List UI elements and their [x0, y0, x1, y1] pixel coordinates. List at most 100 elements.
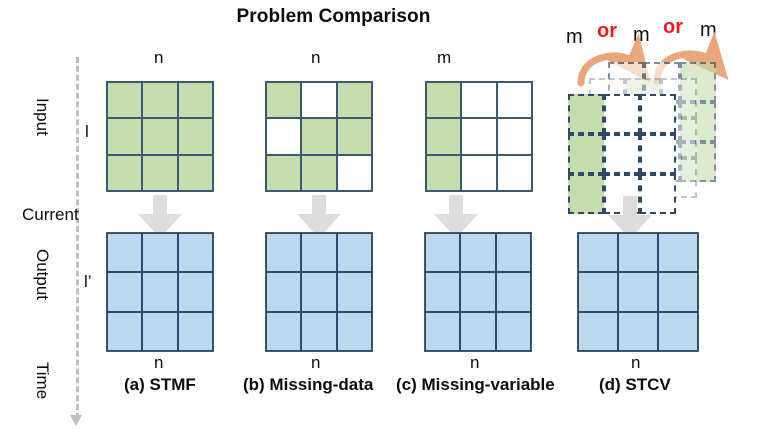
panel-missing-variable-bottom-dim: n — [470, 353, 480, 372]
matrix-cell-r1-c2 — [142, 82, 178, 119]
matrix-cell-r1-c3 — [495, 233, 531, 273]
matrix-cell-r1-c3 — [680, 62, 716, 102]
matrix-cell-r3-c2 — [142, 311, 178, 351]
matrix-cell-r3-c3 — [496, 154, 532, 191]
matrix-cell-r2-c1 — [107, 118, 143, 155]
matrix-cell-r1-c3 — [336, 82, 372, 119]
matrix-cell-r1-c1 — [425, 233, 461, 273]
page-title: Problem Comparison — [236, 6, 431, 27]
panel-stcv-output-matrix — [577, 232, 699, 352]
panel-stcv-caption: (d) STCV — [599, 375, 671, 394]
panel-stmf-bottom-dim: n — [154, 353, 164, 372]
panel-missing-variable-caption: (c) Missing-variable — [396, 375, 555, 394]
matrix-cell-r2-c3 — [336, 118, 372, 155]
matrix-cell-r3-c1 — [425, 311, 461, 351]
matrix-cell-r1-c1 — [107, 82, 143, 119]
matrix-cell-r2-c2 — [142, 118, 178, 155]
matrix-cell-r2-c1 — [107, 272, 143, 312]
matrix-cell-r3-c1 — [426, 154, 462, 191]
matrix-cell-r2-c3 — [680, 102, 716, 142]
panel-missing-data-top-dim: n — [311, 48, 321, 67]
matrix-cell-r1-c1 — [578, 233, 618, 273]
matrix-cell-r1-c2 — [301, 233, 337, 273]
matrix-cell-r3-c2 — [301, 154, 337, 191]
matrix-cell-r2-c3 — [640, 134, 676, 174]
matrix-cell-r3-c3 — [336, 154, 372, 191]
stcv-front-variant-matrix — [568, 94, 676, 214]
matrix-cell-r3-c2 — [301, 311, 337, 351]
panel-missing-data-output-matrix — [265, 232, 373, 352]
stcv-label-m1: m — [566, 26, 583, 48]
input-dim-label: l — [85, 122, 89, 141]
matrix-cell-r2-c3 — [495, 272, 531, 312]
panel-missing-data-caption: (b) Missing-data — [243, 375, 374, 394]
matrix-cell-r1-c3 — [177, 82, 213, 119]
matrix-cell-r1-c1 — [266, 82, 302, 119]
matrix-cell-r2-c1 — [425, 272, 461, 312]
matrix-cell-r3-c2 — [142, 154, 178, 191]
matrix-cell-r2-c2 — [604, 134, 640, 174]
panel-missing-variable-top-dim: m — [437, 48, 452, 67]
matrix-cell-r3-c1 — [578, 311, 618, 351]
matrix-cell-r1-c3 — [640, 94, 676, 134]
matrix-cell-r3-c2 — [461, 154, 497, 191]
axis-label-output: Output — [33, 249, 52, 301]
matrix-cell-r2-c1 — [266, 118, 302, 155]
axis-label-current: Current — [22, 205, 79, 224]
matrix-cell-r3-c3 — [680, 142, 716, 182]
matrix-cell-r2-c2 — [618, 272, 658, 312]
matrix-cell-r1-c3 — [177, 233, 213, 273]
matrix-cell-r2-c2 — [142, 272, 178, 312]
matrix-cell-r3-c3 — [658, 311, 698, 351]
matrix-cell-r2-c3 — [177, 272, 213, 312]
matrix-cell-r1-c2 — [301, 82, 337, 119]
panel-missing-data-bottom-dim: n — [311, 353, 321, 372]
panel-missing-variable-input-matrix — [425, 81, 533, 192]
matrix-cell-r3-c1 — [266, 311, 302, 351]
matrix-cell-r2-c1 — [426, 118, 462, 155]
matrix-cell-r1-c1 — [426, 82, 462, 119]
matrix-cell-r3-c3 — [640, 174, 676, 214]
matrix-cell-r3-c3 — [495, 311, 531, 351]
stcv-label-or1: or — [597, 20, 617, 42]
matrix-cell-r1-c3 — [658, 233, 698, 273]
panel-stmf-input-matrix — [106, 81, 214, 192]
matrix-cell-r2-c3 — [336, 272, 372, 312]
matrix-cell-r1-c1 — [107, 233, 143, 273]
matrix-cell-r3-c1 — [107, 154, 143, 191]
matrix-cell-r3-c3 — [336, 311, 372, 351]
matrix-cell-r2-c1 — [266, 272, 302, 312]
axis-label-input: Input — [33, 98, 52, 136]
panel-stmf-caption: (a) STMF — [124, 375, 196, 394]
matrix-cell-r1-c2 — [461, 82, 497, 119]
matrix-cell-r2-c3 — [496, 118, 532, 155]
matrix-cell-r3-c2 — [460, 311, 496, 351]
matrix-cell-r2-c1 — [568, 134, 604, 174]
matrix-cell-r2-c3 — [658, 272, 698, 312]
matrix-cell-r1-c2 — [460, 233, 496, 273]
time-axis-line — [76, 57, 79, 419]
matrix-cell-r3-c3 — [177, 154, 213, 191]
matrix-cell-r3-c2 — [618, 311, 658, 351]
panel-stcv-bottom-dim: n — [631, 353, 641, 372]
time-axis-arrowhead — [70, 415, 82, 426]
matrix-cell-r2-c3 — [177, 118, 213, 155]
matrix-cell-r1-c2 — [142, 233, 178, 273]
matrix-cell-r2-c2 — [301, 272, 337, 312]
panel-stmf-output-matrix — [106, 232, 214, 352]
matrix-cell-r1-c3 — [336, 233, 372, 273]
matrix-cell-r2-c2 — [461, 118, 497, 155]
matrix-cell-r3-c1 — [266, 154, 302, 191]
axis-label-time: Time — [33, 362, 52, 400]
matrix-cell-r2-c1 — [578, 272, 618, 312]
matrix-cell-r3-c3 — [177, 311, 213, 351]
panel-missing-variable-output-matrix — [424, 232, 532, 352]
matrix-cell-r1-c2 — [618, 233, 658, 273]
stcv-label-m3: m — [700, 19, 717, 41]
matrix-cell-r1-c1 — [266, 233, 302, 273]
output-dim-label: l’ — [84, 272, 92, 291]
panel-missing-data-input-matrix — [265, 81, 373, 192]
stcv-label-or2: or — [663, 16, 683, 38]
panel-stmf-top-dim: n — [154, 48, 164, 67]
